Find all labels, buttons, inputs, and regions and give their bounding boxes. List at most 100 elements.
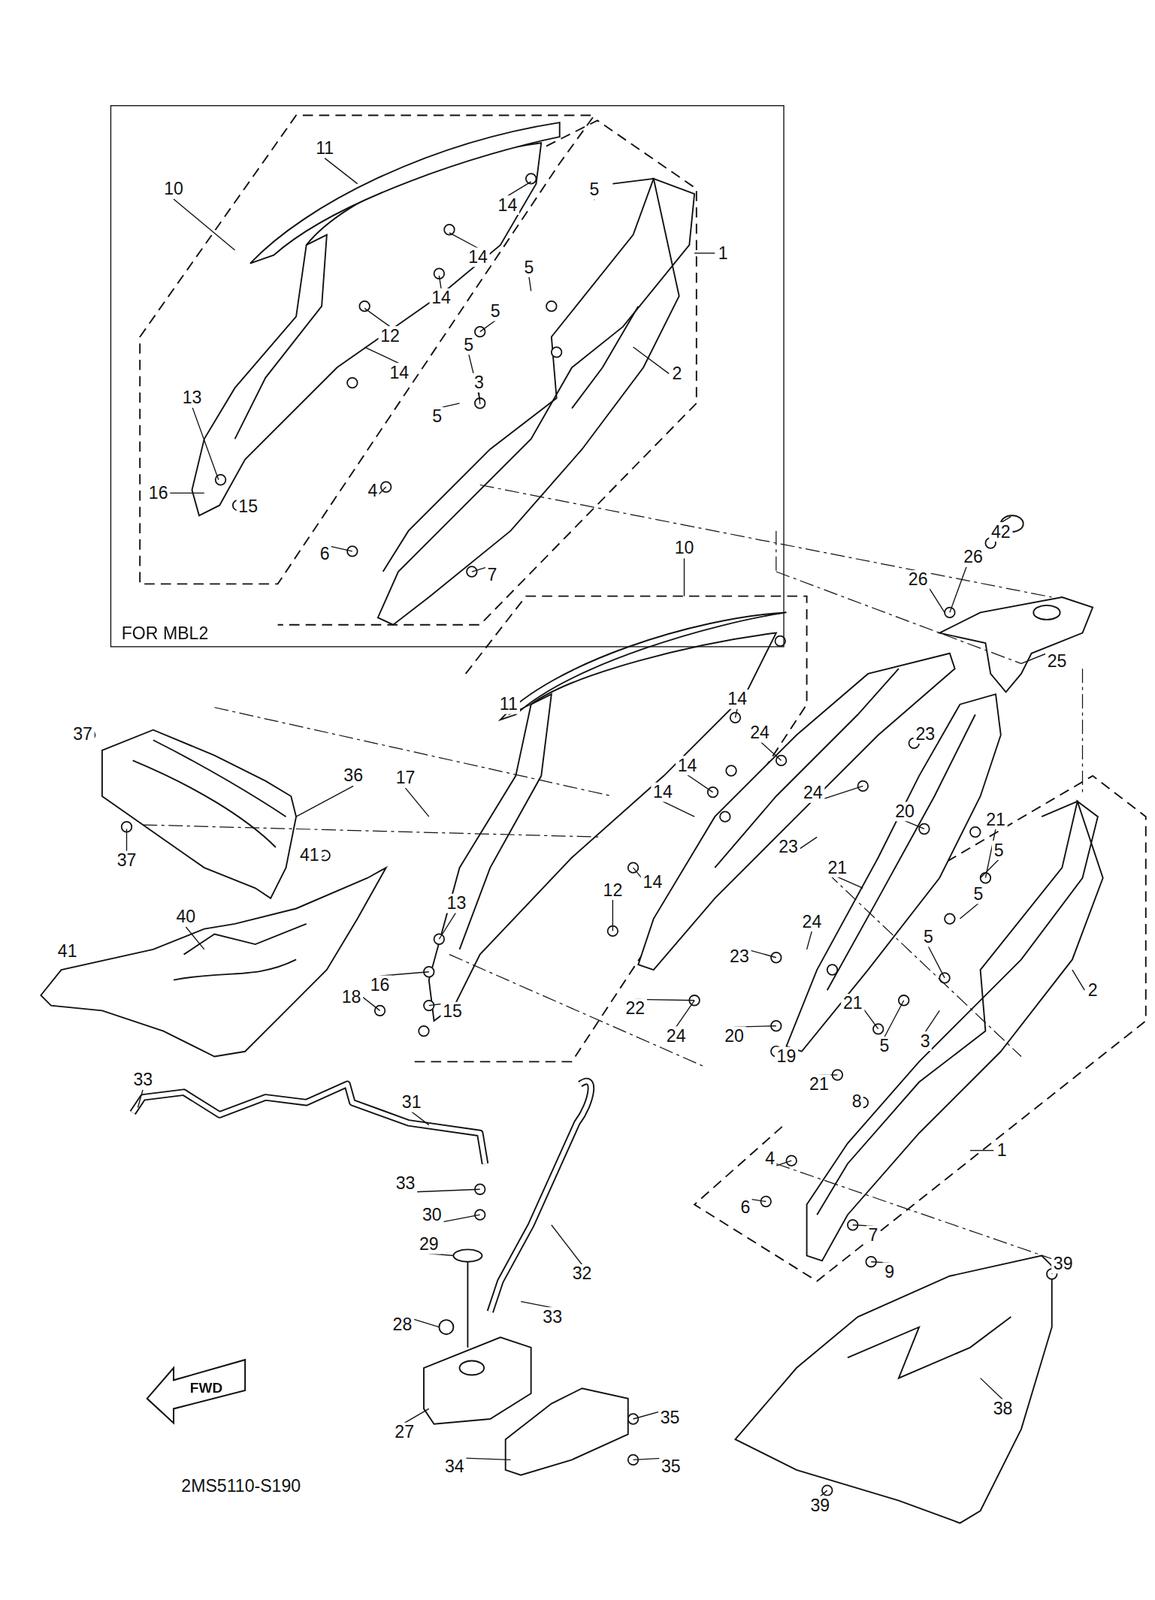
variant-note: FOR MBL2 bbox=[121, 625, 209, 643]
callout-number: 14 bbox=[640, 872, 665, 892]
leader-line bbox=[734, 708, 738, 718]
callout-number: 15 bbox=[236, 496, 261, 517]
leader-line bbox=[676, 1000, 695, 1028]
callout-number: 38 bbox=[991, 1399, 1015, 1419]
callout-number: 10 bbox=[672, 538, 696, 559]
leader-line bbox=[173, 199, 236, 251]
leader-line bbox=[959, 904, 978, 920]
leader-line bbox=[137, 1089, 143, 1108]
leader-line bbox=[980, 859, 999, 878]
callout-number: 17 bbox=[393, 768, 418, 789]
leader-line bbox=[904, 821, 925, 830]
leader-line bbox=[970, 1150, 994, 1152]
leader-line bbox=[191, 406, 218, 481]
fastener bbox=[546, 301, 557, 312]
callout-number: 14 bbox=[387, 362, 412, 383]
callout-number: 12 bbox=[601, 880, 625, 901]
leader-line bbox=[296, 786, 354, 817]
hose-core bbox=[133, 1084, 486, 1165]
assembly-line bbox=[214, 707, 613, 797]
callout-number: 33 bbox=[131, 1070, 155, 1091]
callout-number: 2 bbox=[670, 363, 684, 384]
inner-cover bbox=[786, 694, 1001, 1053]
callout-number: 31 bbox=[399, 1093, 424, 1113]
callout-number: 14 bbox=[495, 195, 520, 215]
assembly-line bbox=[1082, 668, 1083, 797]
fastener bbox=[359, 301, 370, 312]
leader-line bbox=[411, 1112, 430, 1126]
leader-line bbox=[185, 927, 204, 950]
panel-line bbox=[571, 306, 638, 409]
hose bbox=[133, 1084, 486, 1165]
fastener bbox=[980, 873, 992, 884]
assembly-line bbox=[480, 485, 1053, 598]
callout-number: 39 bbox=[808, 1496, 832, 1517]
callout-number: 11 bbox=[313, 138, 336, 158]
leader-line bbox=[807, 931, 813, 950]
callout-number: 4 bbox=[365, 481, 380, 502]
leader-line bbox=[1021, 653, 1047, 665]
side-cover bbox=[40, 867, 386, 1057]
callout-number: 18 bbox=[339, 988, 363, 1008]
leader-line bbox=[980, 1378, 1004, 1401]
leader-line bbox=[529, 276, 532, 291]
leader-line bbox=[694, 252, 715, 254]
callout-number: 23 bbox=[913, 724, 938, 744]
bracket bbox=[939, 597, 1093, 693]
callout-number: 34 bbox=[442, 1457, 466, 1478]
callout-number: 4 bbox=[763, 1149, 778, 1170]
callout-number: 21 bbox=[807, 1074, 831, 1095]
callout-number: 11 bbox=[497, 695, 520, 715]
callout-number: 21 bbox=[825, 858, 850, 878]
callout-number: 26 bbox=[961, 547, 986, 568]
callout-number: 7 bbox=[866, 1225, 880, 1246]
cap bbox=[453, 1249, 482, 1262]
callout-number: 3 bbox=[918, 1031, 932, 1052]
callout-number: 20 bbox=[722, 1026, 747, 1047]
leader-line bbox=[925, 1010, 940, 1033]
callout-number: 5 bbox=[921, 928, 935, 948]
assembly-line bbox=[449, 955, 705, 1068]
leader-line bbox=[759, 741, 782, 762]
callout-number: 42 bbox=[988, 522, 1013, 542]
callout-number: 3 bbox=[471, 373, 486, 394]
callout-number: 5 bbox=[429, 407, 444, 427]
leader-line bbox=[168, 492, 205, 494]
callout-number: 27 bbox=[393, 1423, 417, 1443]
callout-number: 37 bbox=[114, 851, 139, 871]
cover-line bbox=[827, 714, 976, 991]
cover-line bbox=[847, 1317, 1011, 1379]
leader-line bbox=[438, 275, 442, 290]
fastener bbox=[725, 765, 737, 777]
tank-guard bbox=[505, 1388, 629, 1476]
fastener bbox=[970, 827, 981, 838]
leader-line bbox=[449, 232, 478, 248]
callout-number: 2 bbox=[1085, 980, 1100, 1001]
grommet bbox=[438, 1320, 454, 1335]
callout-number: 39 bbox=[1051, 1254, 1075, 1275]
callout-number: 10 bbox=[161, 179, 185, 200]
reservoir-tank bbox=[423, 1337, 532, 1425]
panel-edge bbox=[383, 178, 654, 572]
leader-line bbox=[884, 1000, 905, 1038]
callout-number: 1 bbox=[994, 1141, 1009, 1162]
callout-number: 6 bbox=[738, 1198, 753, 1219]
callout-number: 24 bbox=[801, 783, 825, 804]
leader-line bbox=[438, 912, 457, 941]
cover-line bbox=[173, 924, 307, 981]
inner-cover bbox=[637, 653, 955, 971]
tank-cover bbox=[102, 730, 297, 899]
leader-line bbox=[612, 899, 614, 932]
tank-neck bbox=[459, 1361, 485, 1376]
callout-number: 14 bbox=[650, 783, 675, 803]
fastener bbox=[944, 913, 956, 925]
direction-arrow: FWD bbox=[142, 1345, 249, 1428]
callout-number: 5 bbox=[488, 302, 502, 322]
callout-number: 9 bbox=[882, 1262, 897, 1282]
callout-number: 8 bbox=[849, 1091, 864, 1112]
callout-number: 36 bbox=[341, 766, 366, 787]
panel-edge bbox=[816, 801, 1078, 1216]
fastener bbox=[347, 377, 358, 389]
callout-number: 13 bbox=[444, 894, 469, 914]
